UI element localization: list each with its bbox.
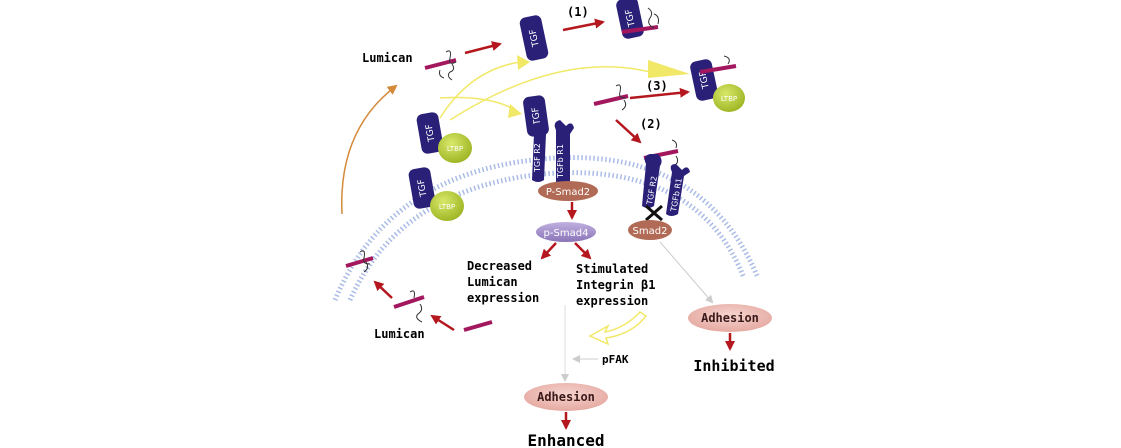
enhanced-label: Enhanced (527, 431, 604, 448)
step3-label: (3) (646, 79, 668, 93)
ltbp-icon (438, 133, 472, 163)
arrow-step1 (562, 18, 605, 32)
smad2-node (628, 220, 672, 240)
orange-recycle-arrow (341, 84, 398, 215)
smad2-label: Smad2 (633, 226, 668, 237)
lumican-molecule-icon (424, 50, 457, 81)
tgfb-r1-receptor-icon (666, 164, 690, 216)
adhesion-left-node (524, 383, 608, 411)
tgf-receptor-complex-inhibited: TGF R2 TGFb R1 (642, 139, 690, 222)
tgf-ltbp-complex-lower: TGF LTBP (408, 167, 464, 221)
tgf-label: TGF (698, 70, 712, 90)
adhesion-left-label: Adhesion (537, 390, 595, 404)
yellow-arrowhead-icon (648, 60, 690, 78)
step1-label: (1) (567, 5, 589, 19)
yellow-arrowhead-icon (508, 104, 522, 118)
step2-label: (2) (640, 117, 662, 131)
tgfb-r1-receptor-icon (554, 120, 574, 184)
stimulated-line3: expression (576, 294, 648, 308)
ltbp-label: LTBP (447, 145, 463, 153)
arrow-to-decreased (540, 242, 557, 260)
stimulated-line1: Stimulated (576, 262, 648, 276)
tgf-ltbp-complex-upper: TGF LTBP (416, 112, 472, 163)
tgf-icon: TGF (519, 15, 549, 61)
tgf-label: TGF (624, 8, 638, 28)
tgf-label: TGF (528, 28, 542, 48)
ltbp-icon (430, 191, 464, 221)
lumican-molecule-icon (393, 295, 425, 309)
stimulated-line2: Integrin β1 (576, 278, 655, 292)
ltbp-label: LTBP (721, 95, 737, 103)
arrow-step3 (629, 87, 690, 100)
lumican-top-row: TGF (1) TGF (424, 0, 659, 81)
blocked-cross-icon (645, 204, 663, 222)
tgfb-r1-label: TGFb R1 (556, 144, 565, 179)
ltbp-icon (713, 84, 745, 112)
arrow-step2 (615, 119, 642, 144)
adhesion-right-label: Adhesion (701, 311, 759, 325)
p-smad4-node (536, 222, 596, 242)
arrow-lumican-to-tgf (464, 41, 502, 55)
lumican-core-icon (463, 320, 493, 332)
yellow-arrowhead-icon (517, 55, 530, 70)
decreased-line1: Decreased (467, 259, 532, 273)
cell-membrane (332, 155, 761, 302)
decreased-line2: Lumican (467, 275, 518, 289)
arrow-lumican-left (430, 314, 455, 332)
tgf-label: TGF (531, 106, 543, 126)
lumican-molecule-icon (593, 84, 629, 111)
lumican-bottom-cycle: Lumican (345, 250, 493, 341)
p-smad2-label: P-Smad2 (546, 187, 590, 198)
tgf-r2-receptor-icon (642, 154, 662, 208)
decreased-line3: expression (467, 291, 539, 305)
ltbp-label: LTBP (439, 203, 455, 211)
p-smad4-label: p-Smad4 (544, 228, 589, 239)
tgf-r2-receptor-icon (531, 124, 548, 182)
tgf-receptor-complex-active: TGF TGF R2 TGFb R1 (523, 95, 574, 184)
arrow-to-stimulated (574, 242, 592, 260)
tgf-lumican-complex-icon: TGF (616, 0, 659, 39)
adhesion-right-node (688, 304, 772, 332)
lumican-bottom-label: Lumican (374, 327, 425, 341)
tgf-label: TGF (425, 123, 438, 143)
arrow-lumican-up (373, 280, 393, 299)
tgf-r2-label: TGF R2 (533, 143, 542, 173)
inhibited-label: Inhibited (693, 357, 774, 375)
lumican-top-label: Lumican (362, 51, 413, 65)
lumican-molecule-icon (345, 256, 374, 268)
pfak-label: pFAK (602, 353, 629, 366)
grey-line-to-adhesion-right (659, 241, 714, 304)
step3-group: (3) TGF LTBP (593, 55, 745, 112)
hollow-yellow-arrow (588, 311, 648, 346)
p-smad2-node (538, 181, 598, 201)
tgf-label: TGF (417, 178, 430, 198)
